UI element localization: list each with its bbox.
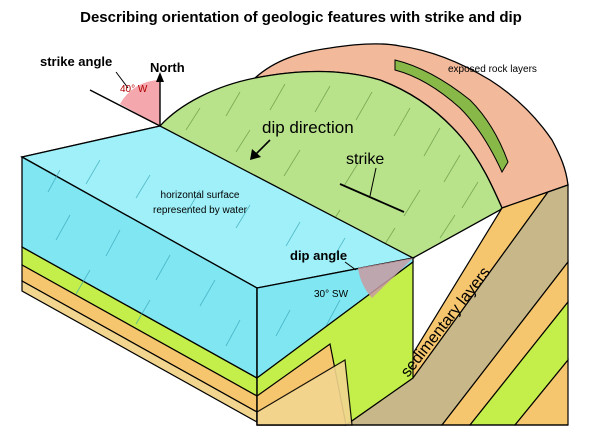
water-label-line1: horizontal surface bbox=[161, 190, 240, 201]
dip-angle-pointer bbox=[344, 261, 357, 271]
strike-angle-wedge bbox=[120, 80, 160, 126]
north-arrow-head bbox=[156, 72, 164, 82]
water-label-line2: represented by water bbox=[153, 205, 248, 216]
strike-angle-value: 40° W bbox=[120, 84, 148, 95]
strike-reference-line bbox=[89, 89, 161, 127]
strike-angle-pointer bbox=[115, 71, 129, 89]
dip-direction-label: dip direction bbox=[262, 118, 354, 137]
strike-label: strike bbox=[346, 151, 384, 168]
exposed-rock-label: exposed rock layers bbox=[448, 64, 537, 75]
diagram-title: Describing orientation of geologic featu… bbox=[80, 9, 522, 26]
exposed-green-seam bbox=[394, 59, 509, 174]
dip-angle-wedge bbox=[358, 258, 413, 298]
dip-direction-arrow-head bbox=[250, 149, 261, 160]
dip-angle-value: 30° SW bbox=[314, 289, 349, 300]
slope-hatching bbox=[185, 83, 479, 253]
dip-angle-label: dip angle bbox=[290, 248, 347, 263]
north-label: North bbox=[150, 60, 185, 75]
strike-pointer bbox=[369, 167, 377, 197]
strike-angle-label: strike angle bbox=[40, 54, 112, 69]
strike-line bbox=[339, 183, 405, 213]
